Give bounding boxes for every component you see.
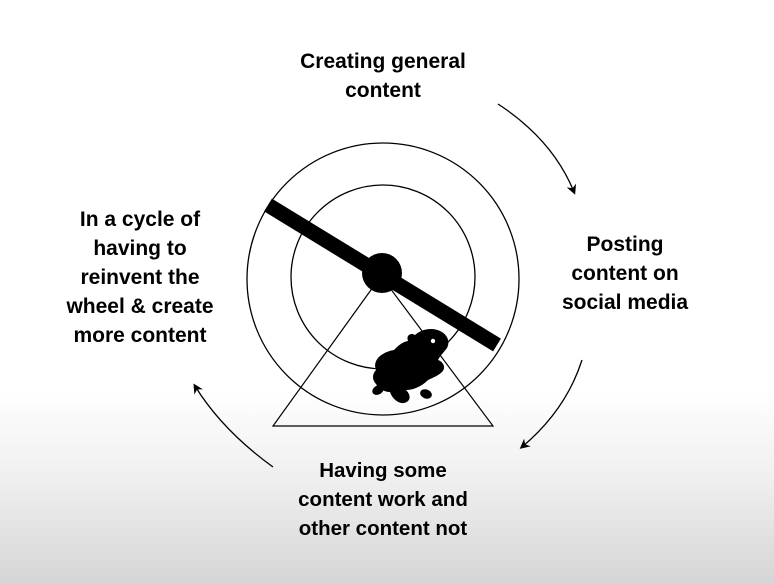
wheel-outer-ring <box>246 142 520 416</box>
step-reinvent-the-wheel: In a cycle of having to reinvent the whe… <box>40 205 240 350</box>
step-line: reinvent the <box>80 266 200 289</box>
step-line: content <box>345 79 421 102</box>
step-line: Creating general <box>300 50 466 73</box>
arrow-right-to-bottom <box>519 359 583 449</box>
step-line: having to <box>93 237 187 260</box>
step-some-content-works: Having some content work and other conte… <box>263 456 503 543</box>
wheel-stand <box>271 274 495 427</box>
step-line: content on <box>571 262 679 285</box>
step-line: other content not <box>298 517 468 540</box>
arrow-bottom-to-left <box>193 383 274 468</box>
step-line: content work and <box>298 488 468 511</box>
step-line: social media <box>561 291 689 314</box>
step-line: In a cycle of <box>79 208 201 231</box>
step-posting-on-social-media: Posting content on social media <box>535 230 715 317</box>
step-line: Posting <box>586 233 664 256</box>
hamster-wheel-icon <box>246 142 520 427</box>
step-creating-general-content: Creating general content <box>268 47 498 105</box>
wheel-hub <box>362 253 402 293</box>
arrow-top-to-right <box>497 103 577 195</box>
step-line: more content <box>73 324 207 347</box>
step-line: wheel & create <box>66 295 214 318</box>
step-line: Having some <box>319 459 447 482</box>
hamster-icon <box>372 328 449 404</box>
